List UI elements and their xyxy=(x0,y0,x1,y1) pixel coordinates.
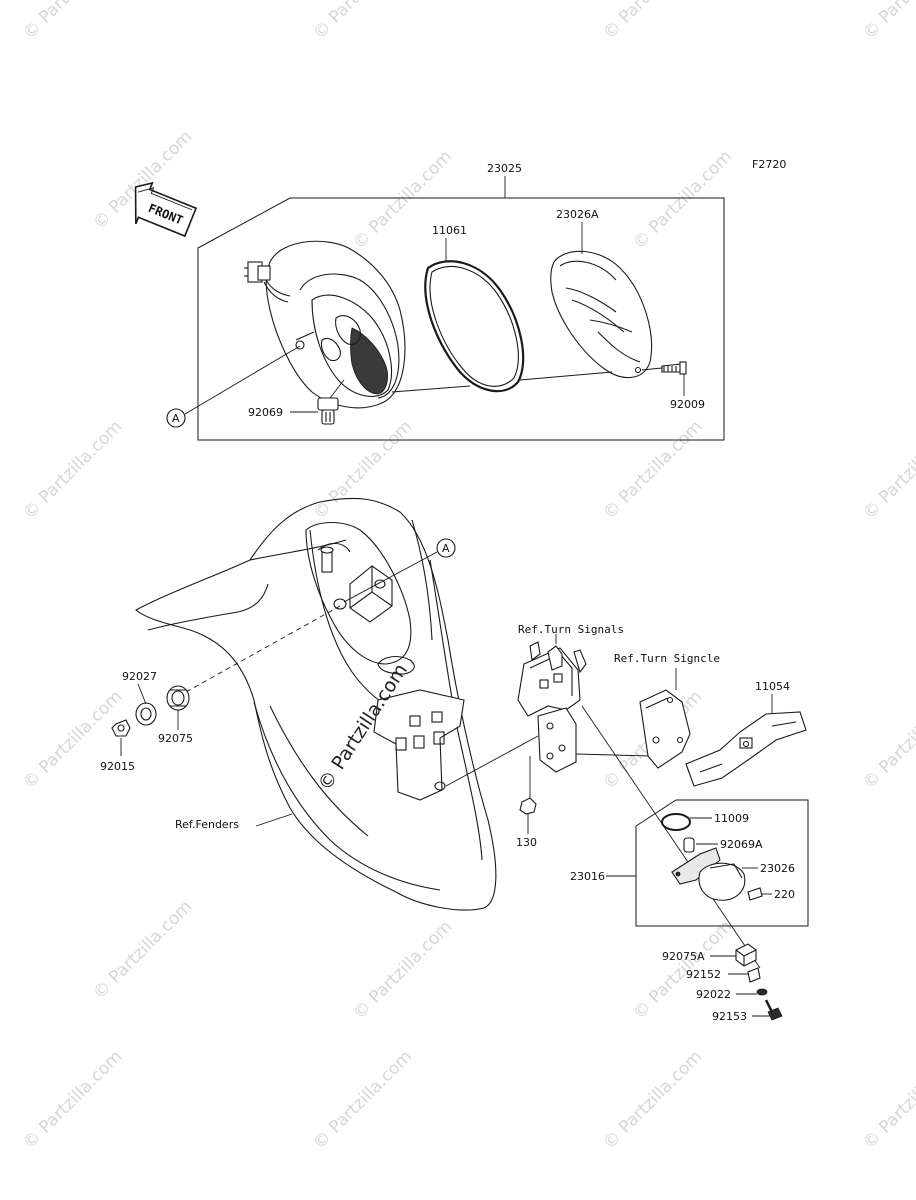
watermark-text: © Partzilla.com xyxy=(309,417,416,524)
part-23025: 23025 xyxy=(487,162,522,175)
gasket-11061 xyxy=(424,260,525,393)
part-23026: 23026 xyxy=(760,862,795,875)
watermark-text: © Partzilla.com xyxy=(19,1047,126,1154)
washer-92022 xyxy=(756,988,768,996)
watermark-text: © Partzilla.com xyxy=(859,417,916,524)
watermark-text: © Partzilla.com xyxy=(349,147,456,254)
watermark-text: © Partzilla.com xyxy=(599,417,706,524)
turn-signal-bracket xyxy=(517,641,587,773)
bulb-92069A xyxy=(683,837,695,853)
watermark-text: © Partzilla.com xyxy=(859,1047,916,1154)
watermark-text: © Partzilla.com xyxy=(599,0,706,44)
turn-signal-plate xyxy=(639,689,691,769)
ref-fenders: Ref.Fenders xyxy=(175,818,239,831)
grommet-92027 xyxy=(135,702,157,726)
watermark-text: © Partzilla.com xyxy=(309,0,416,44)
screw-220 xyxy=(747,887,763,901)
ref-turn-signals: Ref.Turn Signals xyxy=(518,623,624,636)
watermark-text: © Partzilla.com xyxy=(349,917,456,1024)
watermark-text: © Partzilla.com xyxy=(19,417,126,524)
watermark-text: © Partzilla.com xyxy=(859,687,916,794)
watermark-text: © Partzilla.com xyxy=(19,0,126,44)
bolt-130 xyxy=(519,797,537,815)
part-23026A: 23026A xyxy=(556,208,599,221)
part-92015: 92015 xyxy=(100,760,135,773)
part-220: 220 xyxy=(774,888,795,901)
lens-23026A xyxy=(550,250,653,379)
part-92075A: 92075A xyxy=(662,950,705,963)
ref-a-top xyxy=(166,408,186,428)
nut-92015 xyxy=(111,719,131,737)
part-23016: 23016 xyxy=(570,870,605,883)
ref-a-lower xyxy=(436,538,456,558)
watermark-text: © Partzilla.com xyxy=(629,147,736,254)
part-92069: 92069 xyxy=(248,406,283,419)
watermark-text: © Partzilla.com xyxy=(859,0,916,44)
part-92153: 92153 xyxy=(712,1010,747,1023)
front-arrow-icon: FRONT xyxy=(134,181,198,238)
ref-turn-signcle: Ref.Turn Signcle xyxy=(614,652,720,665)
part-92069A: 92069A xyxy=(720,838,763,851)
tail-lamp-assembly-box xyxy=(197,197,725,441)
watermark-text: © Partzilla.com xyxy=(309,1047,416,1154)
screw-92009 xyxy=(661,361,687,375)
collar-92075A xyxy=(735,943,757,967)
part-92027: 92027 xyxy=(122,670,157,683)
bolt-92153 xyxy=(764,999,783,1021)
bulb-92069 xyxy=(317,397,339,425)
part-92022: 92022 xyxy=(696,988,731,1001)
part-11061: 11061 xyxy=(432,224,467,237)
figure-code: F2720 xyxy=(752,158,786,171)
ref-a-lower-label: A xyxy=(442,542,450,555)
gasket-11009 xyxy=(661,813,691,831)
watermark-text: © Partzilla.com xyxy=(599,1047,706,1154)
license-lamp-box xyxy=(635,799,809,927)
watermark-text: © Partzilla.com xyxy=(19,687,126,794)
part-92152: 92152 xyxy=(686,968,721,981)
ref-a-top-label: A xyxy=(172,412,180,425)
license-lamp-23026 xyxy=(671,847,746,901)
part-11054: 11054 xyxy=(755,680,790,693)
watermark-layer: © Partzilla.com © Partzilla.com © Partzill… xyxy=(19,0,916,1154)
bracket-11054 xyxy=(685,711,807,787)
spacer-92152 xyxy=(747,967,761,983)
part-92009: 92009 xyxy=(670,398,705,411)
tail-lamp-housing xyxy=(244,240,406,409)
part-130: 130 xyxy=(516,836,537,849)
rear-fender xyxy=(135,497,497,911)
part-11009: 11009 xyxy=(714,812,749,825)
watermark-text: © Partzilla.com xyxy=(89,897,196,1004)
part-92075: 92075 xyxy=(158,732,193,745)
collar-92075 xyxy=(166,685,190,711)
